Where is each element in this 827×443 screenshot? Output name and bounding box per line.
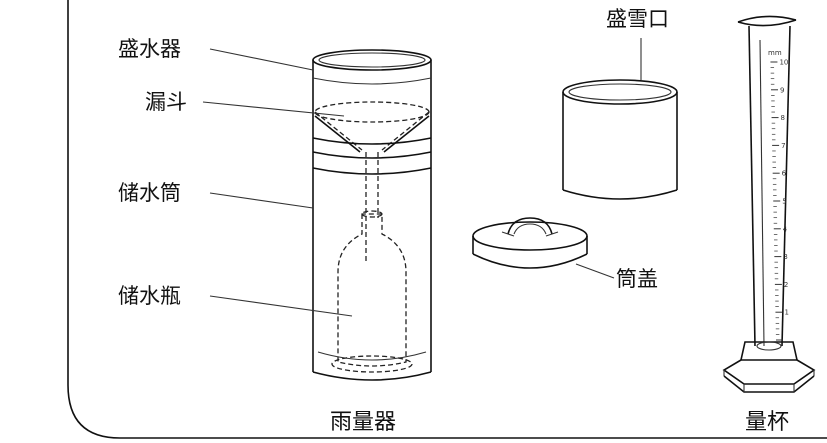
frame-border — [67, 0, 827, 439]
cup-tick-label: 5 — [782, 198, 786, 206]
label-funnel: 漏斗 — [145, 90, 187, 114]
label-snow-collector: 盛雪口 — [606, 7, 669, 31]
cup-tick-label: 1 — [784, 309, 788, 317]
label-storage-bottle: 储水瓶 — [118, 284, 181, 308]
cup-tick-label: 3 — [783, 253, 787, 261]
cup-tick-label: 6 — [782, 170, 787, 178]
funnel-ellipse — [314, 101, 430, 123]
cup-tick-label: 8 — [781, 114, 785, 122]
measuring-cup: 1 2 3 4 5 6 7 8 9 10 mm — [722, 15, 816, 393]
snow-collector — [562, 79, 678, 200]
cup-unit: mm — [768, 49, 782, 57]
cup-tick-label: 4 — [783, 225, 788, 233]
cup-tick-label: 10 — [779, 59, 788, 67]
caption-rain-gauge: 雨量器 — [330, 410, 396, 435]
rain-gauge — [312, 49, 432, 381]
caption-measuring-cup: 量杯 — [745, 410, 789, 435]
label-collector: 盛水器 — [118, 37, 181, 61]
cup-tick-label: 9 — [780, 86, 784, 94]
label-cylinder-cover: 筒盖 — [616, 267, 658, 291]
storage-bottle-outline — [337, 213, 407, 367]
cylinder-cover — [472, 217, 588, 269]
cup-tick-label: 7 — [781, 142, 785, 150]
label-storage-cylinder: 储水筒 — [118, 181, 181, 205]
cup-tick-label: 2 — [784, 281, 788, 289]
